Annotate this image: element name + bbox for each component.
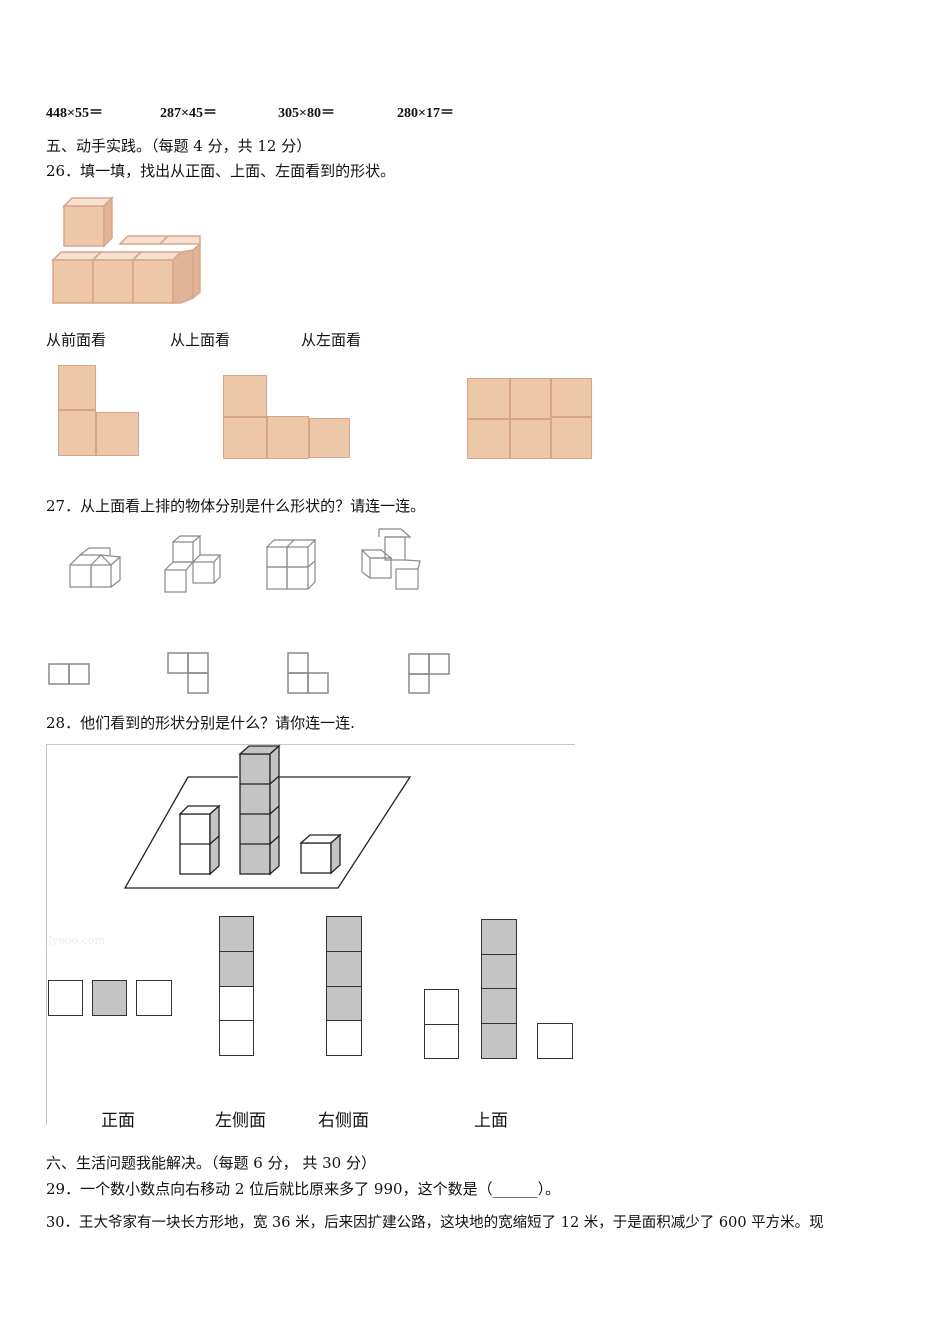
q26-text: 26．填一填，找出从正面、上面、左面看到的形状。 [46,162,396,180]
q28-label-top: 上面 [474,1111,508,1131]
calc-4: 280×17＝ [397,106,454,121]
view-label-top: 从上面看 [170,331,231,349]
watermark: Jyeoo.com [48,934,105,947]
q28-figure-frame [46,744,575,1125]
q27-top-view-options [48,652,450,694]
q27-solid-figures [69,528,421,593]
view-label-front: 从前面看 [46,331,107,349]
q28-label-left-side: 左侧面 [215,1111,266,1131]
view-label-left: 从左面看 [301,331,362,349]
calc-1: 448×55＝ [46,106,103,121]
q28-solid-on-board [123,744,412,889]
q28-label-right-side: 右侧面 [318,1111,369,1131]
calc-2: 287×45＝ [160,106,217,121]
q28-label-front: 正面 [101,1111,135,1131]
section5-title: 五、动手实践。（每题 4 分，共 12 分） [46,137,312,155]
q30-text: 30．王大爷家有一块长方形地，宽 36 米，后来因扩建公路，这块地的宽缩短了 1… [46,1215,824,1231]
q28-text: 28．他们看到的形状分别是什么？请你连一连. [46,714,355,732]
q29-text: 29．一个数小数点向右移动 2 位后就比原来多了 990，这个数是（______… [46,1180,561,1198]
section6-title: 六、生活问题我能解决。（每题 6 分， 共 30 分） [46,1154,376,1172]
q26-cube-figure [51,196,201,304]
q27-text: 27．从上面看上排的物体分别是什么形状的？请连一连。 [46,497,426,515]
calc-3: 305×80＝ [278,106,335,121]
